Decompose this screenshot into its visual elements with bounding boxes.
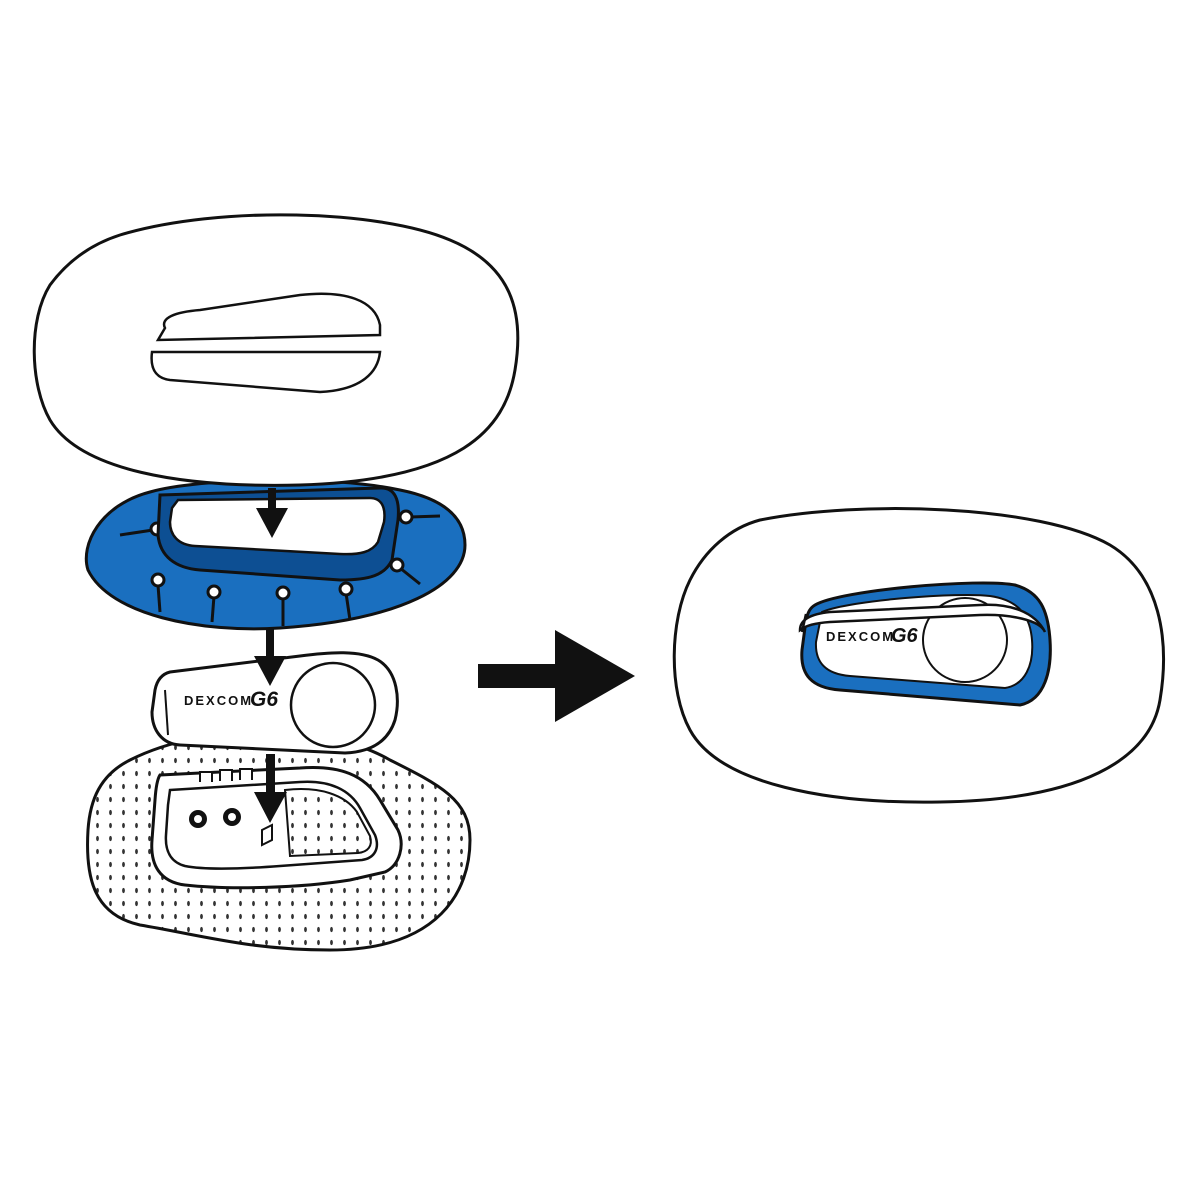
result-overlay-strip xyxy=(798,603,1047,633)
result-brand-label: DEXCOM xyxy=(826,629,895,644)
arrow-down-icon xyxy=(254,628,286,686)
result-model-label: G6 xyxy=(891,625,919,647)
transmitter-button xyxy=(289,661,377,749)
arrow-down-icon xyxy=(256,488,288,538)
contact-hole xyxy=(223,808,241,826)
contact-hole xyxy=(189,810,207,828)
model-label: G6 xyxy=(250,688,278,711)
overlay-slot-top xyxy=(155,292,382,342)
overlay-slot-bottom xyxy=(150,350,382,394)
transmitter: DEXCOM G6 xyxy=(150,651,399,755)
white-overlay-patch xyxy=(32,213,520,487)
result-transmitter-button xyxy=(922,597,1008,683)
arrow-right-icon xyxy=(478,630,635,722)
assembled-result: DEXCOM G6 xyxy=(672,507,1165,804)
brand-label: DEXCOM xyxy=(184,693,253,708)
arrow-down-icon xyxy=(254,754,287,823)
adhesive-mesh-patch xyxy=(86,730,472,952)
